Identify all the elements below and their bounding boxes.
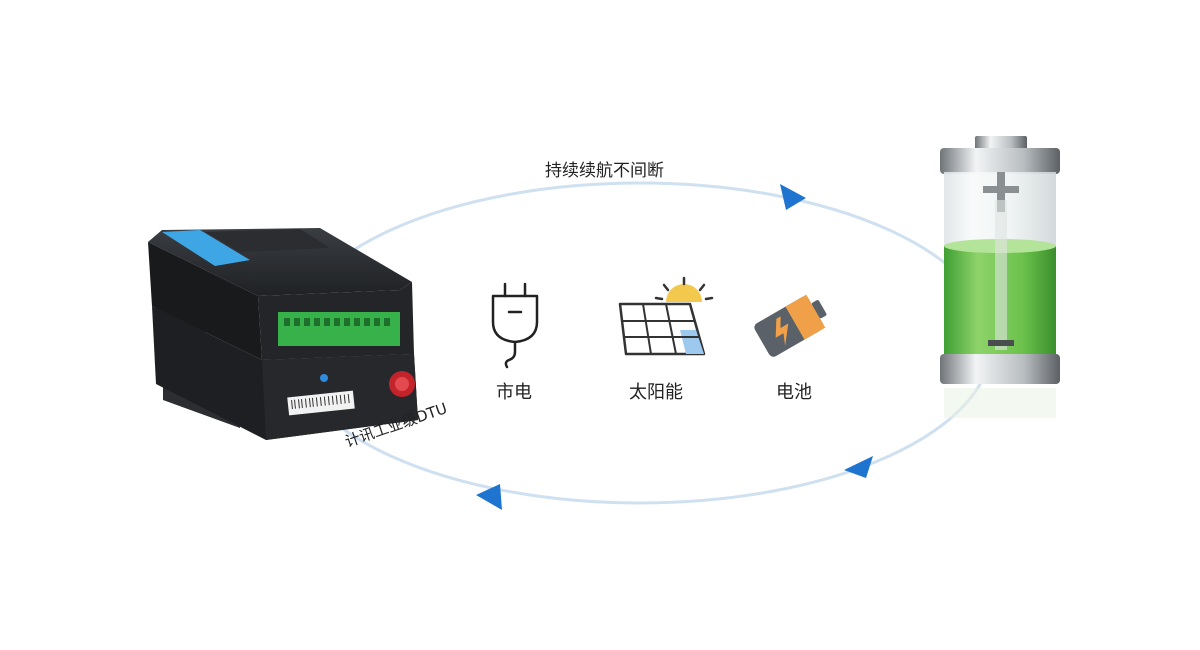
arrow-bottom-right bbox=[844, 456, 873, 478]
big-battery-icon bbox=[940, 136, 1060, 418]
solar-panel-icon bbox=[618, 276, 714, 356]
arrow-top-right bbox=[780, 184, 806, 210]
mains-power-label: 市电 bbox=[496, 382, 532, 403]
dtu-device bbox=[148, 228, 418, 440]
solar-power-label: 太阳能 bbox=[629, 382, 683, 403]
battery-power-label: 电池 bbox=[776, 382, 812, 403]
plug-icon bbox=[491, 282, 539, 369]
arrow-bottom-left bbox=[476, 484, 502, 510]
continuous-power-label: 持续续航不间断 bbox=[545, 161, 664, 181]
battery-icon bbox=[754, 294, 827, 357]
